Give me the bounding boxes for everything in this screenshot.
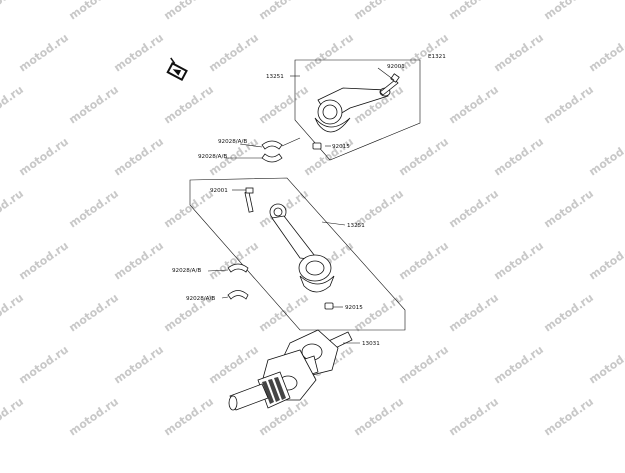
watermark-text: motod.ru <box>112 239 166 282</box>
watermark-text: motod.ru <box>492 343 546 386</box>
watermark-text: motod.ru <box>0 0 26 22</box>
front-direction-icon <box>166 57 188 82</box>
label-crankshaft: 13031 <box>362 341 380 347</box>
mid-bearing-shell-2 <box>227 290 249 300</box>
watermark-text: motod.ru <box>447 83 501 126</box>
crankshaft <box>228 329 353 411</box>
watermark-text: motod.ru <box>207 343 261 386</box>
watermark-text: motod.ru <box>542 0 596 22</box>
watermark-text: motod.ru <box>587 239 625 282</box>
watermark-text: motod.ru <box>207 31 261 74</box>
watermark-text: motod.ru <box>162 395 216 438</box>
watermark-text: motod.ru <box>397 239 451 282</box>
watermark-text: motod.ru <box>302 135 356 178</box>
watermark-text: motod.ru <box>257 395 311 438</box>
mid-bearing-shell-1 <box>227 263 249 273</box>
watermark-text: motod.ru <box>352 395 406 438</box>
watermark-text: motod.ru <box>112 31 166 74</box>
label-mid-nut: 92015 <box>345 305 363 311</box>
top-bearing-shell-2 <box>261 153 283 163</box>
crankshaft-gear <box>262 377 286 404</box>
top-connecting-rod <box>314 87 391 133</box>
watermark-text: motod.ru <box>542 83 596 126</box>
watermark-text: motod.ru <box>447 0 501 22</box>
watermark-text: motod.ru <box>67 0 121 22</box>
diagram-code: E1321 <box>428 54 446 60</box>
watermark-text: motod.ru <box>542 395 596 438</box>
label-mid-bearing-1: 92028/A/B <box>172 268 201 274</box>
watermark-text: motod.ru <box>17 135 71 178</box>
watermark-text: motod.ru <box>67 291 121 334</box>
watermark-text: motod.ru <box>587 31 625 74</box>
top-nut <box>312 142 322 150</box>
watermark-text: motod.ru <box>542 291 596 334</box>
watermark-text: motod.ru <box>0 83 26 126</box>
watermark-text: motod.ru <box>257 0 311 22</box>
watermark-text: motod.ru <box>447 395 501 438</box>
label-mid-bolt: 92001 <box>210 188 228 194</box>
watermark-text: motod.ru <box>447 187 501 230</box>
label-top-nut: 92015 <box>332 144 350 150</box>
watermark-text: motod.ru <box>257 291 311 334</box>
watermark-text: motod.ru <box>112 343 166 386</box>
mid-rod-group-frame <box>189 177 406 331</box>
watermark-text: motod.ru <box>492 135 546 178</box>
watermark-text: motod.ru <box>257 83 311 126</box>
top-bearing-shell-1 <box>261 140 283 150</box>
watermark-text: motod.ru <box>17 31 71 74</box>
watermark-text: motod.ru <box>492 239 546 282</box>
watermark-text: motod.ru <box>352 0 406 22</box>
watermark-text: motod.ru <box>302 31 356 74</box>
watermark-text: motod.ru <box>0 291 26 334</box>
watermark-text: motod.ru <box>112 135 166 178</box>
label-top-bearing-1: 92028/A/B <box>218 139 247 145</box>
watermark-text: motod.ru <box>0 395 26 438</box>
mid-bolt <box>244 187 254 213</box>
watermark-text: motod.ru <box>17 239 71 282</box>
watermark-text: motod.ru <box>397 343 451 386</box>
watermark-text: motod.ru <box>542 187 596 230</box>
label-top-bolt: 92001 <box>387 64 405 70</box>
watermark-text: motod.ru <box>67 187 121 230</box>
label-mid-bearing-2: 92028/A/B <box>186 296 215 302</box>
watermark-text: motod.ru <box>0 187 26 230</box>
watermark-text: motod.ru <box>162 187 216 230</box>
top-rod-group-frame <box>294 59 421 161</box>
label-top-bearing-2: 92028/A/B <box>198 154 227 160</box>
watermark-text: motod.ru <box>447 291 501 334</box>
watermark-text: motod.ru <box>587 135 625 178</box>
label-top-group: 13251 <box>266 74 284 80</box>
watermark-text: motod.ru <box>587 343 625 386</box>
watermark-text: motod.ru <box>67 83 121 126</box>
watermark-text: motod.ru <box>162 0 216 22</box>
mid-connecting-rod <box>269 203 335 293</box>
watermark-text: motod.ru <box>397 135 451 178</box>
watermark-text: motod.ru <box>492 31 546 74</box>
watermark-text: motod.ru <box>67 395 121 438</box>
mid-nut <box>324 302 334 310</box>
label-mid-group: 13251 <box>347 223 365 229</box>
watermark-text: motod.ru <box>17 343 71 386</box>
watermark-text: motod.ru <box>352 291 406 334</box>
top-bolt <box>379 73 400 96</box>
watermark-text: motod.ru <box>162 83 216 126</box>
